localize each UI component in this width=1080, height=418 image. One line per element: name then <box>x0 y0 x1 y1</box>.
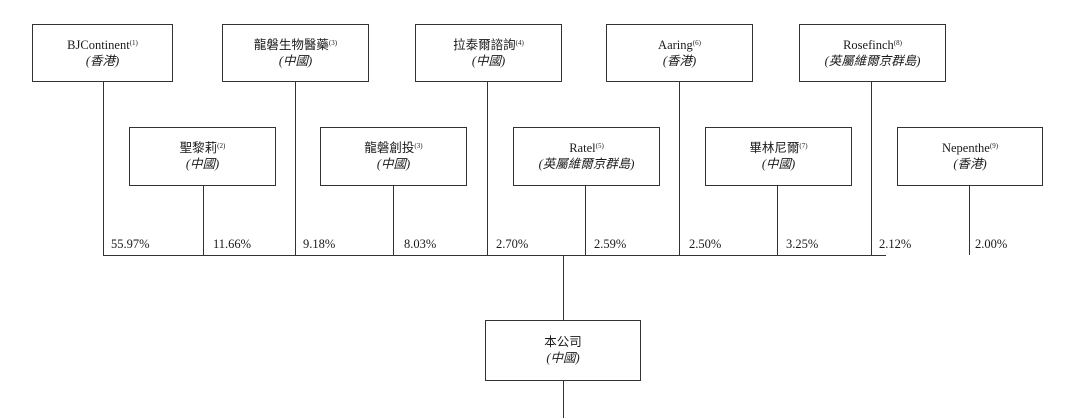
footnote-marker: (8) <box>893 38 902 47</box>
shareholder-name: Nepenthe <box>941 141 990 155</box>
company-bottom-line <box>563 381 564 418</box>
connector-line <box>203 186 204 255</box>
connector-line <box>393 186 394 255</box>
shareholder-location: (中國) <box>761 157 796 171</box>
percentage-label: 2.59% <box>594 237 627 251</box>
percentage-label: 9.18% <box>303 237 336 251</box>
shareholder-box-longpan-ventures: 龍磐創投(3) (中國) <box>320 127 467 186</box>
shareholder-name: BJContinent <box>67 37 130 52</box>
shareholder-name: 龍磐創投 <box>364 141 415 155</box>
shareholder-name: Rosefinch <box>843 37 894 52</box>
shareholder-location: (香港) <box>85 53 120 68</box>
shareholder-name: Ratel <box>569 141 596 155</box>
company-location: (中國) <box>546 351 580 365</box>
percentage-label: 8.03% <box>404 237 437 251</box>
shareholder-box-shengliili: 聖黎莉(2) (中國) <box>129 127 276 186</box>
shareholder-box-rosefinch: Rosefinch(8) (英屬維爾京群島) <box>799 24 946 82</box>
shareholder-name: 聖黎莉 <box>179 141 218 155</box>
shareholder-box-bilinnier: 畢林尼爾(7) (中國) <box>705 127 852 186</box>
shareholder-name: Aaring <box>658 37 693 52</box>
percentage-label: 2.70% <box>496 237 529 251</box>
shareholder-location: (中國) <box>471 53 506 68</box>
footnote-marker: (5) <box>595 142 604 150</box>
footnote-marker: (4) <box>515 38 524 47</box>
connector-line <box>487 82 488 255</box>
shareholder-name: 龍磐生物醫藥 <box>253 37 329 52</box>
shareholder-box-bjcontinent: BJContinent(1) (香港) <box>32 24 173 82</box>
percentage-label: 3.25% <box>786 237 819 251</box>
shareholder-box-ratel: Ratel(5) (英屬維爾京群島) <box>513 127 660 186</box>
percentage-label: 2.50% <box>689 237 722 251</box>
connector-line <box>103 82 104 255</box>
shareholder-box-aaring: Aaring(6) (香港) <box>606 24 753 82</box>
shareholder-location: (香港) <box>662 53 697 68</box>
shareholder-box-longpan-biomed: 龍磐生物醫藥(3) (中國) <box>222 24 369 82</box>
shareholder-location: (中國) <box>278 53 313 68</box>
connector-line <box>295 82 296 255</box>
footnote-marker: (6) <box>692 38 701 47</box>
footnote-marker: (7) <box>799 142 808 150</box>
percentage-label: 55.97% <box>111 237 150 251</box>
percentage-label: 2.12% <box>879 237 912 251</box>
footnote-marker: (3) <box>328 38 338 47</box>
shareholder-location: (中國) <box>185 157 220 171</box>
footnote-marker: (2) <box>217 142 226 150</box>
shareholder-location: (中國) <box>376 157 411 171</box>
footnote-marker: (3) <box>414 142 423 150</box>
shareholder-location: (英屬維爾京群島) <box>538 157 635 171</box>
shareholder-location: (香港) <box>953 157 987 171</box>
company-name: 本公司 <box>544 335 582 349</box>
connector-line <box>777 186 778 255</box>
footnote-marker: (9) <box>989 142 999 150</box>
connector-line <box>585 186 586 255</box>
horizontal-connector <box>103 255 886 256</box>
shareholder-box-nepenthe: Nepenthe(9) (香港) <box>897 127 1043 186</box>
percentage-label: 11.66% <box>213 237 252 251</box>
shareholder-name: 拉泰爾諮詢 <box>453 37 516 52</box>
connector-line <box>969 186 970 255</box>
shareholder-box-ratel-consulting: 拉泰爾諮詢(4) (中國) <box>415 24 562 82</box>
connector-line <box>871 82 872 255</box>
percentage-label: 2.00% <box>975 237 1008 251</box>
company-connector-line <box>563 255 564 320</box>
shareholder-location: (英屬維爾京群島) <box>824 53 921 68</box>
shareholder-name: 畢林尼爾 <box>749 141 800 155</box>
footnote-marker: (1) <box>129 38 138 47</box>
company-box: 本公司 (中國) <box>485 320 641 381</box>
connector-line <box>679 82 680 255</box>
